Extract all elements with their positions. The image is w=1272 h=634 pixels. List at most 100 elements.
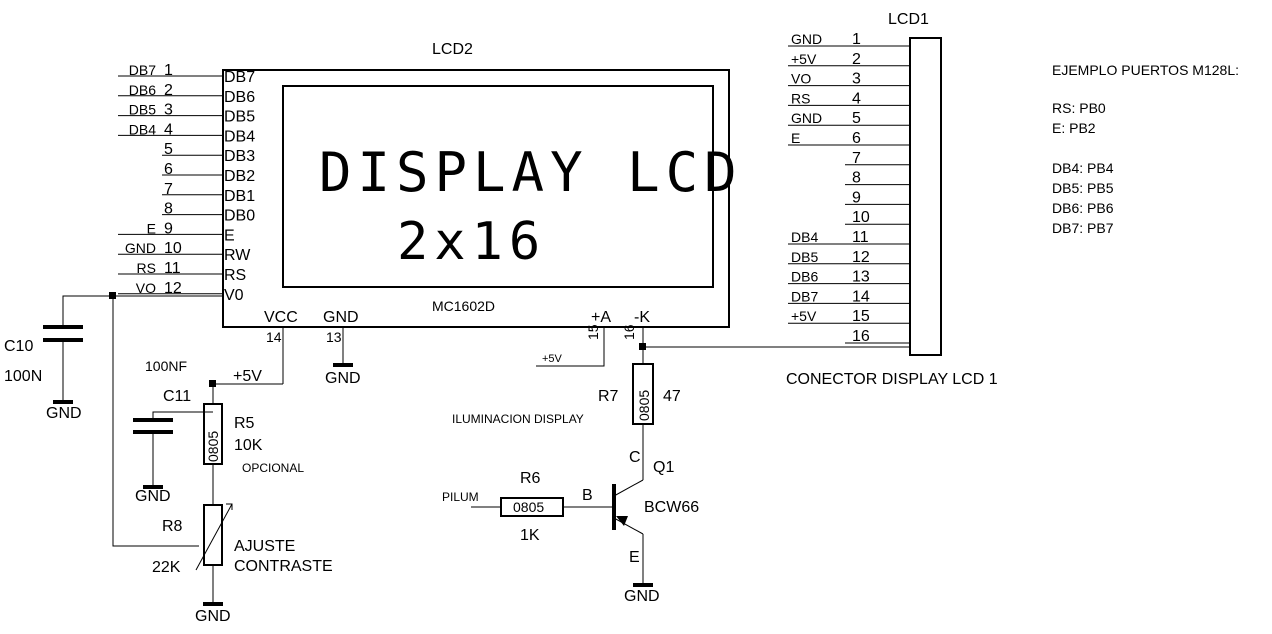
lcd1-net: +5V (791, 308, 817, 324)
lcd2-left-pin-name: E (224, 227, 235, 244)
r8-gnd-label: GND (195, 608, 231, 625)
lcd2-pin-a-name: +A (591, 309, 611, 326)
lcd1-net: GND (791, 31, 822, 47)
lcd2-body (222, 69, 730, 328)
lcd2-left-pin-name: DB7 (224, 69, 255, 86)
lcd2-left-net: RS (137, 260, 156, 276)
lcd2-left-pin-num: 3 (164, 102, 173, 119)
r8-arrow-head (226, 503, 233, 510)
lcd1-net: DB4 (791, 229, 818, 245)
lcd2-left-pin-num: 1 (164, 62, 173, 79)
lcd1-net: VO (791, 71, 811, 87)
r8-label2: CONTRASTE (234, 558, 333, 575)
lcd1-net: DB7 (791, 288, 818, 304)
r5-pkg: 0805 (205, 431, 221, 462)
r7-value: 47 (663, 388, 681, 405)
q1-part: BCW66 (644, 499, 699, 516)
lcd1-pin-num: 2 (852, 51, 861, 68)
lcd2-left-pin-num: 8 (164, 201, 173, 218)
lcd2-left-pin-name: RW (224, 247, 251, 264)
lcd1-pin-num: 1 (852, 31, 861, 48)
notes-db4: DB4: PB4 (1052, 160, 1114, 176)
lcd2-left-pin-name: DB4 (224, 128, 255, 145)
lcd1-caption: CONECTOR DISPLAY LCD 1 (786, 371, 998, 388)
lcd2-pin-vcc-num: 14 (266, 329, 282, 345)
lcd2-left-pin-num: 6 (164, 161, 173, 178)
lcd2-left-pin-num: 5 (164, 141, 173, 158)
c10-value: 100N (4, 368, 42, 385)
lcd1-pin-num: 16 (852, 328, 870, 345)
r7-pkg: 0805 (636, 390, 652, 421)
lcd2-left-pin-name: DB2 (224, 168, 255, 185)
r6-ref: R6 (520, 470, 541, 487)
lcd2-left-pin-num: 4 (164, 121, 173, 138)
notes-rs: RS: PB0 (1052, 100, 1106, 116)
notes-e: E: PB2 (1052, 120, 1096, 136)
lcd1-net: DB5 (791, 249, 818, 265)
v0-wire-c10 (62, 295, 223, 325)
r8-arrow-line (195, 503, 233, 571)
junction-k (639, 343, 646, 350)
lcd2-left-pin-num: 2 (164, 82, 173, 99)
notes-db7: DB7: PB7 (1052, 220, 1114, 236)
lcd1-pin-num: 7 (852, 150, 861, 167)
lcd1-pin-num: 4 (852, 90, 861, 107)
lcd2-left-net: GND (125, 240, 156, 256)
q1-emitter-line (613, 517, 644, 535)
plus5v-label: +5V (233, 368, 262, 385)
lcd2-model: MC1602D (432, 298, 495, 314)
lcd2-left-net: DB6 (129, 82, 156, 98)
r8-label1: AJUSTE (234, 538, 295, 555)
q1-emitter-arrow (616, 516, 628, 526)
lcd2-left-pin-num: 11 (164, 260, 181, 277)
q1-ref: Q1 (653, 459, 674, 476)
lcd1-pin-num: 3 (852, 71, 861, 88)
lcd2-left-net: DB5 (129, 102, 156, 118)
junction-plus5v (209, 380, 216, 387)
r8-ref: R8 (162, 518, 183, 535)
r8-body (203, 504, 223, 566)
c11-gnd-label: GND (135, 488, 171, 505)
lcd1-pin-num: 14 (852, 288, 870, 305)
r6-pkg: 0805 (513, 499, 544, 515)
q1-collector-line (613, 479, 644, 497)
lcd2-pin-gnd-num: 13 (326, 329, 342, 345)
lcd2-left-net: E (147, 220, 156, 236)
junction-v0 (109, 292, 116, 299)
plus-a-wire (536, 327, 605, 367)
c10-ref: C10 (4, 338, 33, 355)
lcd1-net: GND (791, 110, 822, 126)
r5-note: OPCIONAL (242, 461, 304, 475)
lcd1-pin-num: 12 (852, 249, 870, 266)
c11-top-wire (152, 411, 213, 420)
c10-gnd-label: GND (46, 405, 82, 422)
lcd2-pin-a-num: 15 (585, 324, 601, 340)
lcd2-left-net: VO (136, 280, 156, 296)
lcd2-left-pin-name: DB6 (224, 89, 255, 106)
lcd2-left-net: DB7 (129, 62, 156, 78)
lcd2-left-pin-name: DB0 (224, 208, 255, 225)
lcd2-screen-line2: 2x16 (397, 212, 546, 272)
lcd1-pin-num: 9 (852, 189, 861, 206)
lcd2-left-pin-num: 9 (164, 220, 173, 237)
v0-to-wiper-wire (112, 296, 199, 547)
lcd2-left-pin-name: RS (224, 267, 246, 284)
notes-title: EJEMPLO PUERTOS M128L: (1052, 62, 1239, 78)
lcd2-left-pin-name: V0 (224, 287, 244, 304)
lcd2-pin-vcc-name: VCC (264, 309, 298, 326)
plus-a-net: +5V (542, 353, 563, 365)
q1-e-label: E (629, 549, 640, 566)
q1-c-label: C (629, 449, 641, 466)
lcd2-left-pin-num: 7 (164, 181, 173, 198)
lcd2-pin-gnd-name: GND (323, 309, 359, 326)
lcd1-pin-num: 11 (852, 229, 869, 246)
lcd2-left-net: DB4 (129, 121, 156, 137)
lcd2-left-pin-name: DB3 (224, 148, 255, 165)
lcd1-pin-num: 15 (852, 308, 870, 325)
r7-note: ILUMINACION DISPLAY (452, 412, 584, 426)
q1-gnd-label: GND (624, 588, 660, 605)
lcd1-net: +5V (791, 51, 817, 67)
lcd2-left-pin-name: DB1 (224, 188, 255, 205)
